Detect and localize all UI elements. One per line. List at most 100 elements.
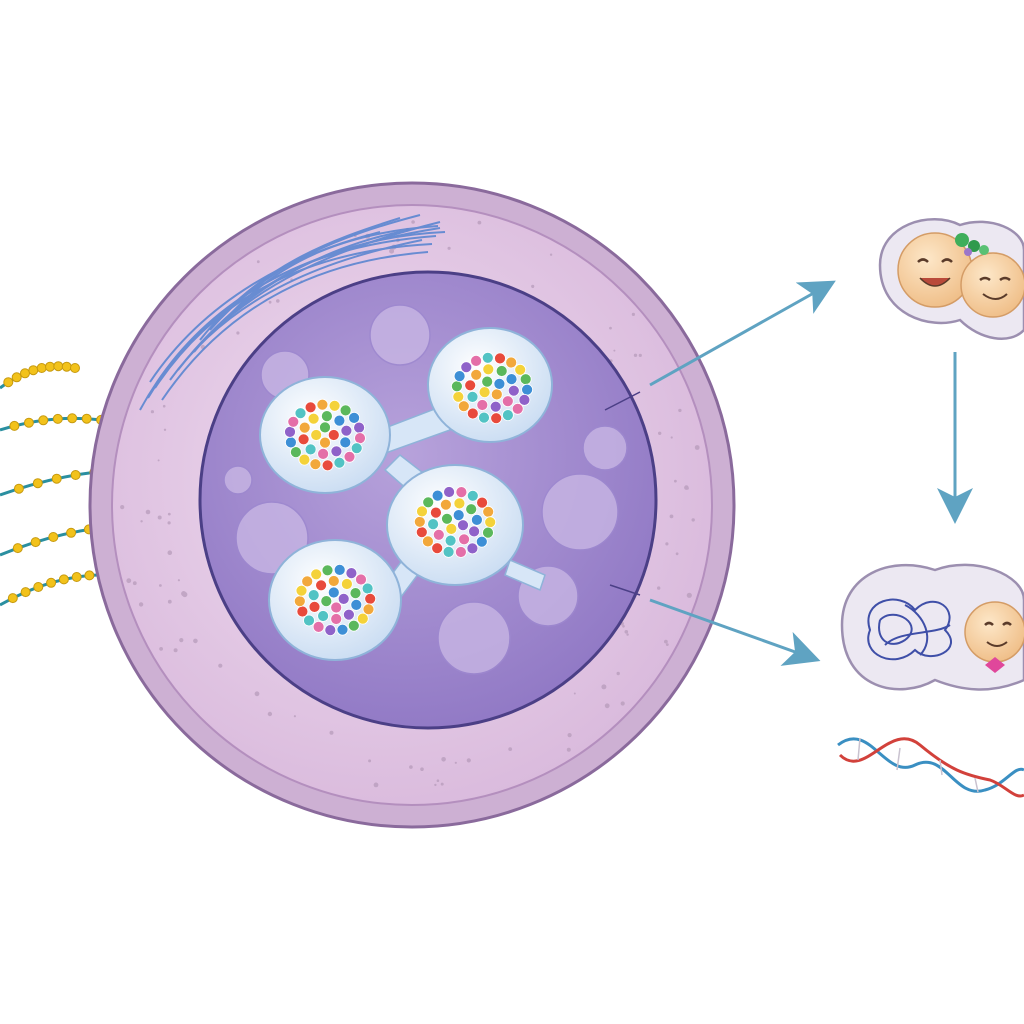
smiling-cell-pair-icon <box>878 218 1024 340</box>
speckle <box>694 445 700 450</box>
bead <box>327 429 340 441</box>
bead <box>505 373 518 386</box>
speckle <box>658 431 662 435</box>
speckle <box>236 331 240 335</box>
speckle <box>267 711 273 717</box>
strand-bead <box>45 361 55 372</box>
bead <box>319 421 331 434</box>
bead <box>482 363 495 376</box>
speckle <box>167 550 173 555</box>
speckle <box>466 758 471 763</box>
strand-bead <box>46 577 57 588</box>
bead <box>307 412 320 425</box>
speckle <box>638 353 642 357</box>
bead <box>320 410 333 423</box>
speckle <box>622 625 625 628</box>
speckle <box>159 584 162 587</box>
speckle <box>389 248 395 254</box>
strand-bead <box>52 413 63 424</box>
speckle <box>675 552 679 556</box>
speckle <box>508 747 513 751</box>
bead <box>413 515 426 528</box>
bead <box>330 613 343 625</box>
bead <box>319 436 331 449</box>
bead <box>475 535 488 548</box>
speckle <box>454 761 457 764</box>
bead <box>307 589 320 601</box>
speckle <box>620 701 625 706</box>
bead <box>466 542 479 555</box>
bead <box>427 518 440 530</box>
speckle <box>531 284 535 288</box>
bead <box>301 575 314 588</box>
vesicle <box>427 327 553 443</box>
bead <box>519 373 532 386</box>
nucleus-icon <box>198 270 658 730</box>
strand-bead <box>71 572 82 582</box>
bead <box>309 458 322 471</box>
strand-bead <box>20 587 31 598</box>
bead <box>476 399 489 411</box>
bead <box>333 564 346 576</box>
bead <box>349 587 362 599</box>
bead <box>310 568 323 581</box>
speckle <box>173 648 178 653</box>
strand-bead <box>36 363 47 373</box>
speckle <box>126 578 132 584</box>
bead <box>343 450 356 463</box>
strand-bead <box>53 361 64 372</box>
bead <box>452 509 465 521</box>
speckle <box>477 220 482 225</box>
bead <box>493 377 506 390</box>
bead <box>330 445 343 458</box>
speckle <box>691 518 695 522</box>
bead <box>336 623 349 636</box>
bead <box>482 526 494 539</box>
bead <box>355 573 367 586</box>
bead <box>495 365 508 377</box>
speckle <box>162 404 166 408</box>
speckle <box>150 410 154 414</box>
bead <box>324 624 337 636</box>
bead <box>342 608 355 621</box>
strand-bead <box>12 543 23 554</box>
speckle <box>566 747 571 752</box>
strand-bead <box>30 537 41 548</box>
speckle <box>669 514 674 519</box>
speckle <box>138 602 144 607</box>
speckle <box>674 479 677 483</box>
bead <box>490 388 503 401</box>
bead <box>468 525 481 538</box>
speckle <box>616 671 620 676</box>
bead <box>289 446 302 459</box>
bead <box>340 424 353 437</box>
bead <box>431 489 444 502</box>
bead <box>356 612 369 625</box>
bead <box>347 619 360 632</box>
bead <box>439 498 452 511</box>
bead <box>455 486 468 499</box>
bead <box>348 411 361 424</box>
speckle <box>665 542 669 546</box>
bead <box>457 519 469 532</box>
bead <box>465 503 478 516</box>
speckle <box>193 638 198 644</box>
bead <box>466 390 479 403</box>
speckle <box>368 759 372 763</box>
bead <box>321 459 334 472</box>
bead <box>297 433 310 446</box>
bead <box>350 599 363 611</box>
strand-bead <box>66 527 77 538</box>
bead <box>337 593 350 605</box>
speckle <box>256 260 260 264</box>
speckle <box>567 733 572 738</box>
strand-bead <box>67 413 78 424</box>
strand-bead <box>3 377 14 388</box>
bead <box>466 489 479 502</box>
bead <box>317 610 330 622</box>
speckle <box>441 757 446 762</box>
bead <box>298 421 311 434</box>
bead <box>476 496 489 509</box>
